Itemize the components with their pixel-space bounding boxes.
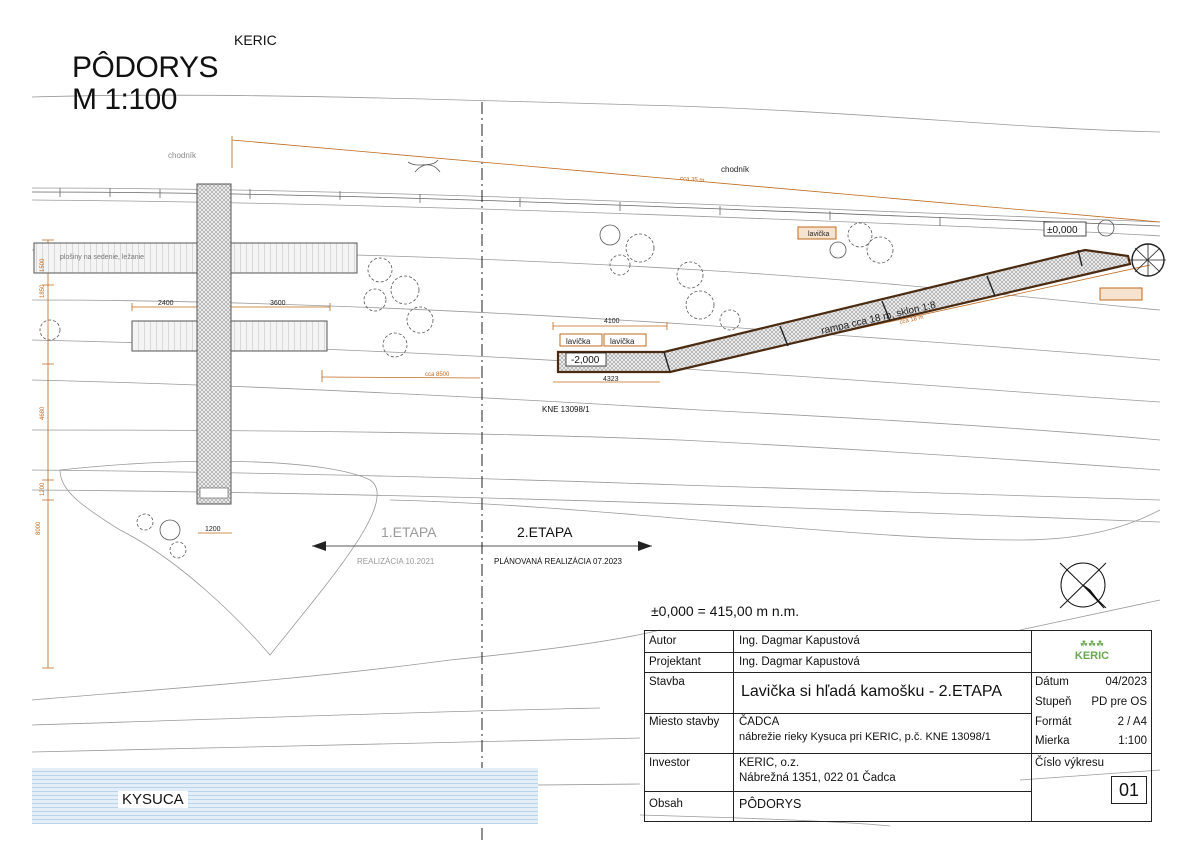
chodnik-left-label: chodník [168,151,197,160]
etapa1-label: 1.ETAPA [381,524,437,540]
dim-1850-label: 1850 [40,284,46,298]
dim-1200-label: 1200 [205,526,221,533]
datum-label: Dátum [1035,676,1069,688]
level-zero-label: ±0,000 [1047,225,1078,236]
title-line-1: PÔDORYS [72,51,219,84]
parcel-label: KNE 13098/1 [542,405,590,414]
upper-platform-right [230,242,358,274]
upper-platform-left [33,242,198,274]
miesto-value-1: ČADCA [739,716,780,728]
stavba-value: Lavička si hľadá kamošku - 2.ETAPA [741,683,1003,700]
ramp [556,248,1132,374]
header-org: KERIC [234,32,277,48]
cislo-box: 01 [1111,776,1147,804]
dim-4323-label: 4323 [603,376,619,383]
shrubs [39,159,1166,559]
elevation-note: ±0,000 = 415,00 m n.m. [651,603,800,619]
drawing-title: PÔDORYS M 1:100 [72,51,219,116]
obsah-label: Obsah [649,798,683,810]
river-kysuca [32,768,538,824]
datum-value: 04/2023 [1105,676,1147,688]
investor-value-1: KERIC, o.z. [739,757,800,769]
dim-4100-label: 4100 [604,318,620,325]
north-arrow-icon [1059,562,1107,609]
lower-platform-right [230,320,328,352]
keric-logo: ☘☘☘ KERIC [1063,639,1121,667]
river-label: KYSUCA [118,791,188,808]
stavba-label: Stavba [649,676,685,688]
dim-8500-label: cca 8500 [425,372,450,378]
logo-text: KERIC [1074,650,1110,662]
dim-35m-label: cca 35 m [680,176,705,184]
ramp-deck [556,248,1132,374]
dim-3600-label: 3600 [270,300,286,307]
projektant-value: Ing. Dagmar Kapustová [739,656,860,668]
lavicka-label-1: lavička [566,337,591,346]
dim-1200v-label: 1200 [40,482,46,496]
lavicka-label-3: lavička [808,231,830,238]
stage-arrows: 1.ETAPA 2.ETAPA REALIZÁCIA 10.2021 PLÁNO… [312,524,652,566]
autor-value: Ing. Dagmar Kapustová [739,635,860,647]
stupen-value: PD pre OS [1091,696,1147,708]
projektant-label: Projektant [649,656,701,668]
investor-label: Investor [649,757,690,769]
obsah-value: PÔDORYS [739,797,802,811]
level-markers: -2,000 ±0,000 [565,221,1087,367]
benches [559,226,1143,347]
vertical-walkway [196,183,232,505]
plosiny-label: plošiny na sedenie, ležanie [60,254,144,261]
dim-1500-label: 1500 [40,258,46,272]
dim-8000-label: 8000 [36,521,42,535]
realizacia1-label: REALIZÁCIA 10.2021 [357,557,435,566]
autor-label: Autor [649,635,677,647]
format-label: Formát [1035,716,1072,728]
logo-people-icon: ☘☘☘ [1079,639,1105,649]
miesto-label: Miesto stavby [649,716,720,728]
mierka-label: Mierka [1035,735,1070,747]
stage1-platforms [33,183,358,505]
realizacia2-label: PLÁNOVANÁ REALIZÁCIA 07.2023 [494,557,622,566]
mierka-value: 1:100 [1118,735,1147,747]
etapa2-label: 2.ETAPA [517,524,573,540]
cislo-label: Číslo výkresu [1035,757,1105,769]
level-minus-label: -2,000 [571,355,600,366]
lavicka-label-2: lavička [610,337,635,346]
chodnik-right-label: chodník [721,165,750,174]
title-line-2: M 1:100 [72,83,177,116]
investor-value-2: Nábrežná 1351, 022 01 Čadca [739,772,896,784]
miesto-value-2: nábrežie rieky Kysuca pri KERIC, p.č. KN… [739,731,991,743]
cislo-value: 01 [1118,780,1140,800]
dim-4680-label: 4680 [40,406,46,420]
dim-18m-label: cca 18 m [899,315,924,326]
format-value: 2 / A4 [1117,716,1147,728]
dim-2400-label: 2400 [158,300,174,307]
title-block: Autor Ing. Dagmar Kapustová Projektant I… [644,630,1152,822]
stupen-label: Stupeň [1035,696,1072,708]
lower-platform-left [131,320,198,352]
